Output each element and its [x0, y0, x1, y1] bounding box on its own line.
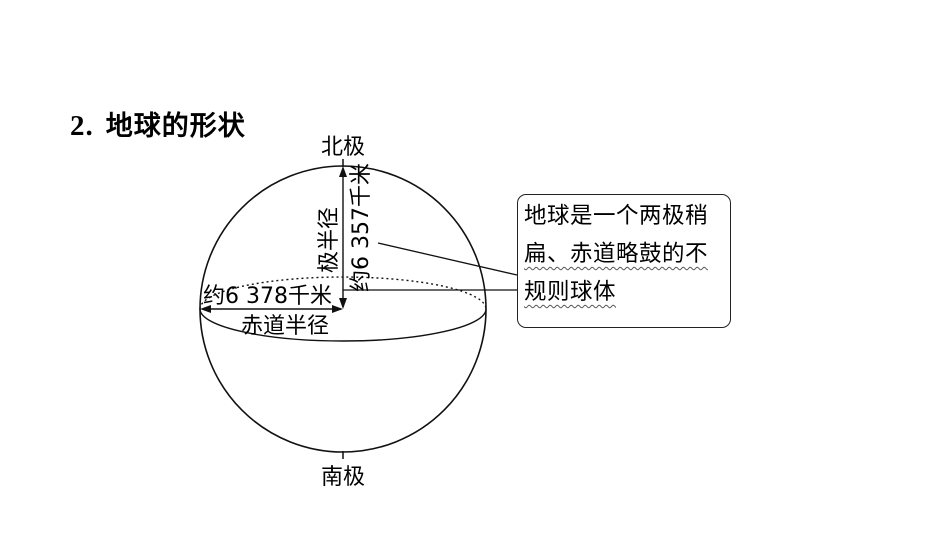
section-heading: 2. 地球的形状	[70, 104, 246, 143]
section-number: 2.	[70, 110, 94, 142]
callout-line-1: 地球是一个两极稍	[524, 201, 708, 231]
equatorial-radius-arrow-left	[200, 305, 211, 313]
polar-radius-arrow-bottom	[339, 298, 347, 309]
leader-line-diagonal	[377, 242, 518, 276]
equatorial-radius-arrow-right	[332, 305, 343, 313]
callout-line-3: 规则球体	[524, 277, 616, 307]
north-pole-label: 北极	[321, 135, 365, 160]
earth-shape-callout: 地球是一个两极稍 扁、赤道略鼓的不 规则球体	[517, 194, 731, 328]
equator-front-arc	[199, 308, 487, 342]
callout-line-3-text: 规则球体	[524, 279, 617, 305]
callout-line-2: 扁、赤道略鼓的不	[524, 239, 708, 269]
polar-radius-arrow-top	[339, 166, 347, 177]
polar-radius-label: 极半径	[317, 207, 342, 273]
callout-line-2-text: 扁、赤道略鼓的不	[524, 241, 709, 267]
section-title: 地球的形状	[105, 111, 246, 142]
equatorial-radius-label: 赤道半径	[241, 314, 329, 339]
equatorial-radius-value: 约6 378千米	[203, 284, 332, 309]
callout-line-1-text: 地球是一个两极稍	[524, 203, 709, 229]
polar-radius-value: 约6 357千米	[349, 163, 374, 292]
south-pole-label: 南极	[321, 465, 365, 490]
